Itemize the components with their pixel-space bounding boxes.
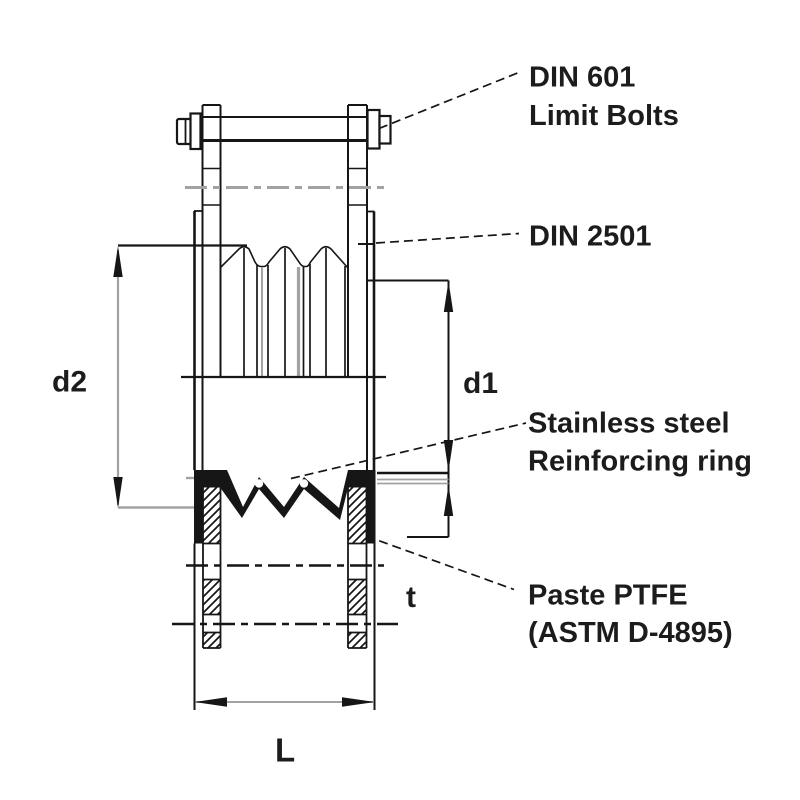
din-601-leader-line bbox=[378, 71, 521, 130]
paste-ptfe-label-line2: (ASTM D-4895) bbox=[528, 617, 733, 649]
outer-flange-sheets bbox=[193, 210, 376, 470]
left-flange-hatch bbox=[203, 632, 221, 648]
dimension-d1: d1 t bbox=[186, 279, 498, 614]
limit-bolt-assembly bbox=[175, 108, 392, 151]
reinforcing-ring-label-line1: Stainless steel bbox=[528, 408, 730, 440]
bolt-hole-edges bbox=[203, 542, 367, 649]
bolt-head-icon bbox=[175, 117, 193, 146]
paste-ptfe-leader-line bbox=[365, 535, 515, 591]
d1-dimension-label: d1 bbox=[463, 367, 498, 400]
reinforcing-ring-label-line2: Reinforcing ring bbox=[528, 446, 752, 478]
left-flange-hatch bbox=[203, 487, 221, 544]
L-dimension-label: L bbox=[275, 732, 295, 769]
d1-arrowhead-up bbox=[443, 281, 454, 312]
d2-arrowhead-up bbox=[113, 246, 123, 277]
left-flange-hatch bbox=[203, 579, 221, 615]
callout-leaders bbox=[290, 71, 527, 591]
d1-arrowhead-down bbox=[443, 440, 454, 472]
right-flange-hatch bbox=[348, 632, 367, 648]
dimension-L: L bbox=[194, 697, 375, 769]
flange-cross-sections bbox=[193, 487, 376, 710]
dimension-d2: d2 bbox=[52, 244, 247, 509]
upper-bellows bbox=[181, 245, 386, 379]
din-2501-leader-line bbox=[375, 232, 520, 244]
right-flange-hatch bbox=[348, 579, 367, 615]
t-arrowhead-up bbox=[443, 485, 454, 516]
flange-lug-plates bbox=[201, 104, 368, 470]
t-dimension-label: t bbox=[406, 581, 416, 614]
bellows-wave-profile bbox=[219, 245, 349, 269]
din-601-label-line1: DIN 601 bbox=[529, 62, 635, 94]
paste-ptfe-label-line1: Paste PTFE bbox=[528, 580, 688, 612]
ptfe-black-band bbox=[194, 470, 376, 544]
ptfe-bellows-section bbox=[194, 470, 376, 544]
din-601-label-line2: Limit Bolts bbox=[529, 100, 679, 132]
L-arrowhead-left bbox=[194, 697, 227, 707]
bolt-nut-right bbox=[378, 114, 392, 145]
d2-arrowhead-down bbox=[113, 477, 123, 508]
centerlines bbox=[172, 186, 398, 626]
convolution-root-opening bbox=[299, 479, 309, 488]
bolt-washer-right bbox=[366, 108, 381, 150]
right-flange-hatch bbox=[348, 487, 367, 544]
din-2501-label: DIN 2501 bbox=[529, 221, 652, 253]
d2-dimension-label: d2 bbox=[52, 366, 87, 399]
reinforcing-ring-leader-line bbox=[290, 422, 527, 480]
convolution-root-opening bbox=[254, 479, 264, 488]
callout-labels: DIN 601 Limit Bolts DIN 2501 Stainless s… bbox=[528, 62, 752, 650]
L-arrowhead-right bbox=[342, 697, 375, 707]
bolt-washer-left bbox=[189, 112, 202, 151]
